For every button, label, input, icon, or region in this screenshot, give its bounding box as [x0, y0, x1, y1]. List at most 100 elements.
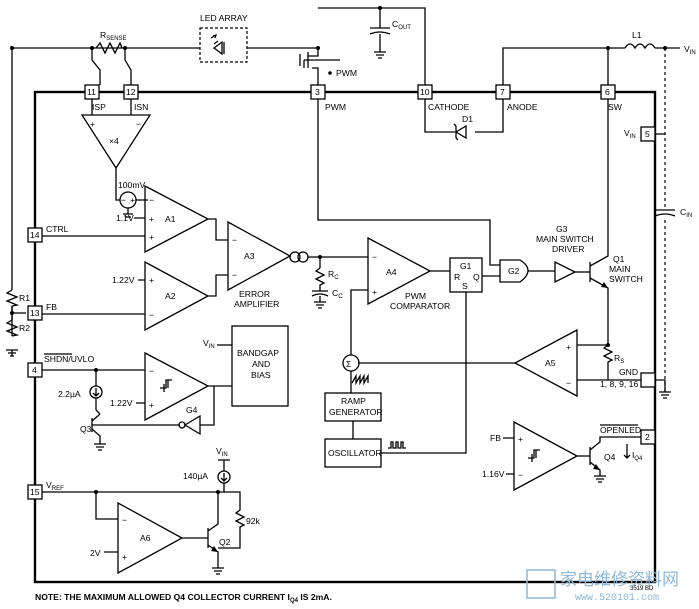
svg-text:−: − [232, 235, 237, 245]
a6-label: A6 [140, 533, 151, 543]
v116-label: 1.16V [482, 469, 505, 479]
bandgap-label-2: AND [252, 359, 270, 369]
pwm-gate-label: PWM [336, 68, 357, 78]
a4-pwm-comparator [367, 236, 432, 306]
anode-wire [502, 47, 608, 92]
cout-label: COUT [392, 19, 411, 31]
pin-name-ctrl: CTRL [46, 224, 69, 234]
pin-name-vref: VREF [46, 480, 64, 492]
svg-text:+: + [149, 214, 154, 224]
shdn-comparator [144, 351, 210, 422]
g2-label: G2 [508, 266, 520, 276]
pin-name-gnd: GND [619, 367, 638, 377]
pin-name-vin: VIN [624, 128, 636, 140]
pin-boxes [27, 84, 656, 500]
pin-name-openled: OPENLED [600, 425, 641, 435]
d1-diode [424, 99, 504, 140]
watermark-logo-icon [526, 569, 556, 599]
vin6-label: VIN [216, 446, 228, 458]
pin-11: 11 [87, 87, 96, 97]
a4-label: A4 [386, 267, 397, 277]
bandgap-vin-label: VIN [203, 338, 215, 350]
q1-label-2: MAIN [609, 264, 630, 274]
top-rail-wire [12, 7, 426, 92]
q1-main-switch [589, 99, 609, 345]
resistor-r2 [5, 319, 20, 337]
pin-12: 12 [126, 87, 136, 97]
rsense-label: RSENSE [100, 30, 127, 42]
isn-wire [124, 48, 132, 85]
figure-code: 3519 BD [630, 586, 654, 592]
led-symbol [210, 33, 225, 56]
pin-name-isp: ISP [92, 102, 106, 112]
rs-label: RS [614, 353, 624, 365]
svg-text:+: + [130, 195, 135, 205]
svg-text:−: − [518, 470, 523, 480]
right-ground-wire [655, 379, 671, 399]
error-amp-label-1: ERROR [239, 289, 270, 299]
rc-resistor [311, 267, 329, 309]
ua140-label: 140µA [183, 471, 208, 481]
svg-text:+: + [566, 342, 571, 352]
oscillator [324, 438, 382, 468]
a6-amp [117, 501, 184, 575]
svg-text:+: + [518, 434, 523, 444]
rc-label: RC [328, 269, 339, 281]
pin-13: 13 [30, 308, 40, 318]
svg-text:−: − [566, 378, 571, 388]
svg-text:−: − [372, 252, 377, 262]
cin-label: CIN [680, 207, 692, 219]
q1-label-1: Q1 [613, 254, 625, 264]
a1-label: A1 [165, 214, 176, 224]
r1-label: R1 [19, 293, 30, 303]
svg-text:−: − [149, 195, 154, 205]
pwm-comp-label-1: PWM [405, 291, 426, 301]
ramp-symbol [351, 373, 369, 386]
pin-name-fb: FB [46, 302, 57, 312]
hysteresis-icon [160, 379, 172, 392]
a2-amp [144, 260, 210, 332]
a5-amp [513, 328, 578, 398]
svg-text:+: + [372, 287, 377, 297]
vin-top-label: VIN [684, 44, 696, 56]
pin-name-anode: ANODE [507, 102, 538, 112]
svg-text:−: − [136, 119, 141, 129]
resistor-r1 [5, 289, 20, 307]
g3-label-1: G3 [556, 224, 568, 234]
sigma-label: Σ [346, 359, 351, 369]
x4-label: ×4 [109, 136, 119, 146]
g4-label: G4 [186, 405, 198, 415]
q2-label: Q2 [219, 537, 231, 547]
fb2-label: FB [490, 433, 501, 443]
pin-15: 15 [30, 487, 40, 497]
pin-name-sw: SW [608, 102, 623, 112]
watermark-url: www.520101.com [575, 593, 659, 604]
l1-label: L1 [632, 30, 642, 40]
resistor-92k [218, 491, 246, 549]
a3-error-amp [227, 220, 292, 292]
led-array-label: LED ARRAY [200, 13, 248, 23]
r2-label: R2 [19, 323, 30, 333]
x4-current-sense-amp [80, 114, 152, 170]
error-amp-label-2: AMPLIFIER [234, 299, 279, 309]
openled-comparator [513, 420, 579, 492]
q1-label-3: SWITCH [609, 274, 643, 284]
svg-text:Q: Q [473, 272, 480, 282]
oscillator-label: OSCILLATOR [328, 448, 382, 458]
a2-label: A2 [165, 291, 176, 301]
v11-label: 1.1V [116, 213, 134, 223]
k92-label: 92k [246, 516, 261, 526]
bandgap-block [231, 325, 289, 407]
svg-text:+: + [90, 119, 95, 129]
svg-text:S: S [462, 281, 468, 291]
d1-label: D1 [462, 114, 473, 124]
ramp-label-2: GENERATOR [329, 407, 383, 417]
sw-wire [607, 47, 680, 92]
led-array-box [199, 27, 248, 63]
ua22-label: 2.2µA [58, 389, 81, 399]
ramp-label-1: RAMP [341, 396, 366, 406]
g4-inverter [183, 414, 201, 436]
g3-label-3: DRIVER [552, 244, 584, 254]
q3-transistor [91, 409, 101, 444]
